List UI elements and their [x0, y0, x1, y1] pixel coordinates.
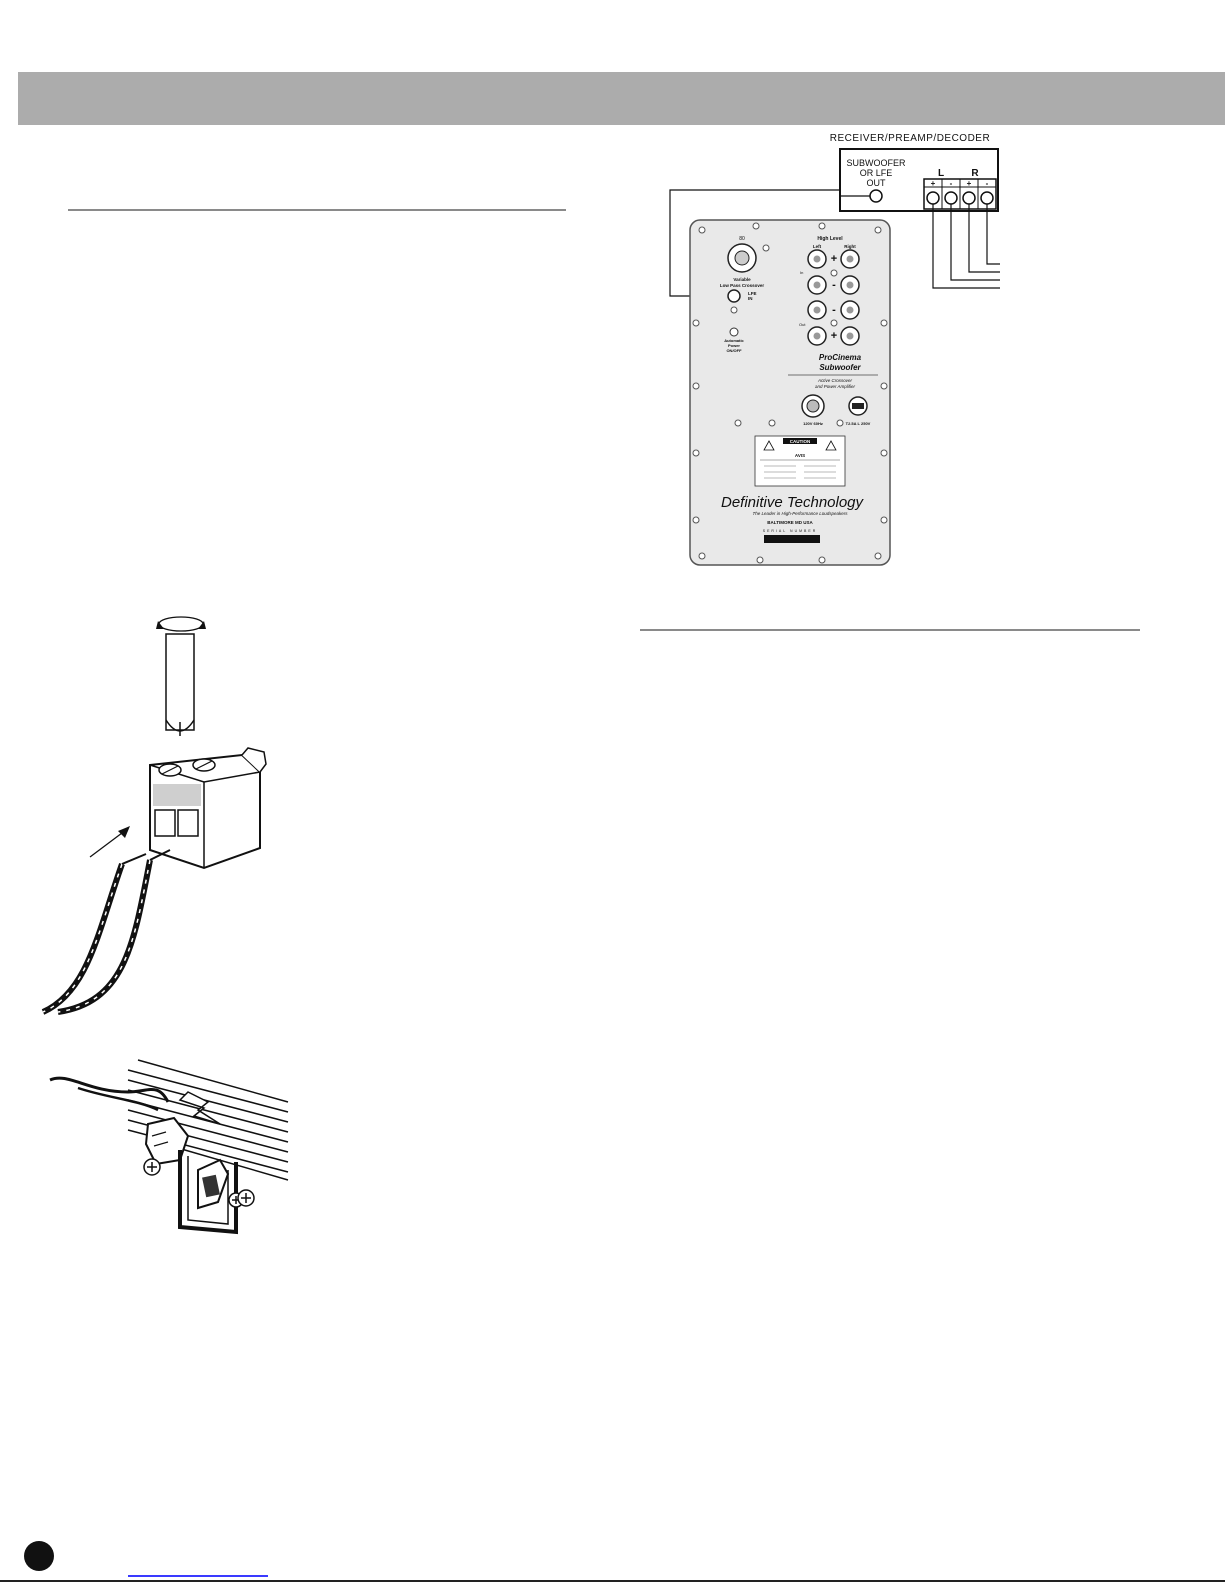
power-led [729, 327, 739, 337]
page-marker-dot [24, 1541, 54, 1571]
auto-label-2: Power [728, 343, 740, 348]
out-minus-sign: - [832, 304, 836, 316]
amp-label-1: Active Crossover [817, 378, 853, 383]
brand-logo: Definitive Technology [721, 494, 865, 511]
caution-label [754, 435, 846, 487]
auto-label-3: ON/OFF [726, 348, 742, 353]
header-band [18, 72, 1225, 125]
lfe-label-1: LFE [748, 291, 757, 296]
brand-location: BALTIMORE MD USA [767, 520, 813, 525]
right-label: Right [844, 244, 856, 249]
serial-label: SERIAL NUMBER [763, 529, 817, 533]
section-rule-left [68, 209, 566, 211]
sub-out-jack [869, 189, 883, 203]
crossover-max-label: 80 [739, 236, 745, 242]
out-label: Out [799, 322, 806, 327]
brand-tagline: The Leader in High-Performance Loudspeak… [752, 511, 848, 516]
amp-label-2: and Power Amplifier [815, 384, 856, 389]
caution-text: CAUTION [790, 439, 811, 444]
bottom-rule [0, 1580, 1225, 1582]
insertion-arrow-icon [178, 1091, 221, 1125]
sub-out-label-1: SUBWOOFER [846, 158, 906, 168]
mounting-screw-icons [143, 1158, 255, 1208]
in-plus-sign: + [831, 253, 837, 265]
crossover-title-2: Low Pass Crossover [720, 283, 765, 288]
out-plus-sign: + [831, 330, 837, 342]
serial-barcode [764, 535, 820, 543]
speaker-wire [41, 863, 125, 1015]
wire-left-minus [950, 204, 1000, 281]
plug-insertion-illustration [49, 1059, 289, 1235]
in-minus-sign: - [832, 279, 836, 291]
panel-screws [692, 222, 888, 564]
footer-link-underline[interactable] [128, 1575, 268, 1577]
crossover-title-1: Variable [733, 277, 751, 282]
wire-left-plus [932, 204, 1000, 289]
sub-out-label-3: OUT [867, 178, 887, 188]
power-label: 120V 60Hz [803, 421, 823, 426]
screwdriver-icon [165, 633, 195, 731]
fuse-label: T2.5A L 250V [846, 421, 871, 426]
high-level-label: High Level [817, 236, 843, 242]
in-label: In [800, 270, 803, 275]
wire-right-plus [968, 204, 1000, 273]
model-name-1: ProCinema [819, 353, 862, 362]
right-plus-sign: + [967, 179, 972, 188]
rotation-arrow-icon [158, 616, 204, 632]
left-label: Left [813, 244, 822, 249]
right-channel-label: R [971, 168, 979, 179]
left-channel-label: L [938, 168, 944, 179]
left-plus-sign: + [931, 179, 936, 188]
auto-label-1: Automatic [724, 338, 744, 343]
avis-text: AVIS [795, 453, 805, 458]
model-name-2: Subwoofer [819, 363, 861, 372]
insertion-arrow-icon [89, 829, 127, 858]
lfe-label-2: IN [748, 296, 753, 301]
signal-wire [49, 1076, 170, 1103]
wire-right-minus [986, 204, 1000, 265]
lfe-in-jack [727, 289, 741, 303]
right-minus-sign: - [986, 179, 989, 188]
left-minus-sign: - [950, 179, 953, 188]
hookup-diagram: RECEIVER/PREAMP/DECODER SUBWOOFER OR LFE… [669, 133, 1000, 566]
terminal-plug-illustration [41, 616, 267, 1015]
sub-out-label-2: OR LFE [860, 168, 893, 178]
receiver-title: RECEIVER/PREAMP/DECODER [830, 133, 990, 144]
section-rule-right [640, 629, 1140, 631]
